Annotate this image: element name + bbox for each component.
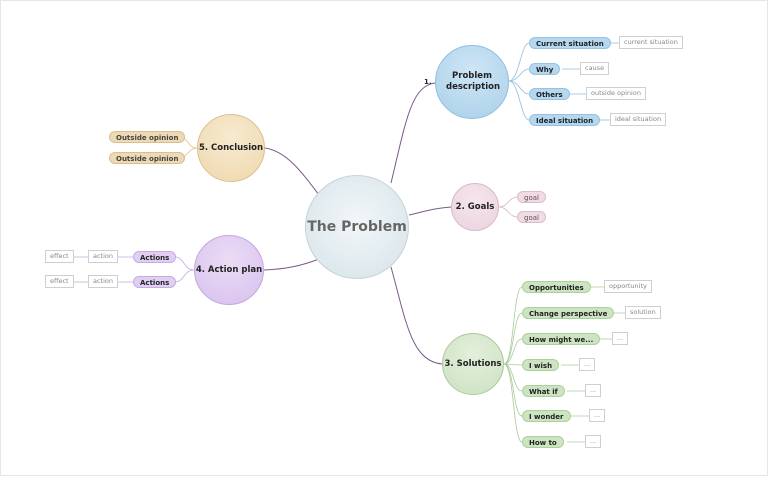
subtopic-why[interactable]: Why bbox=[529, 63, 561, 75]
subtopic-goal[interactable]: goal bbox=[517, 191, 546, 203]
note-placeholder[interactable]: ... bbox=[579, 358, 596, 371]
subtopic-change-perspective[interactable]: Change perspective bbox=[522, 307, 615, 319]
note-solution[interactable]: solution bbox=[625, 306, 661, 319]
note-outside-opinion[interactable]: outside opinion bbox=[586, 87, 646, 100]
subtopic-i-wonder[interactable]: I wonder bbox=[522, 410, 571, 422]
branch-label: Problem description bbox=[446, 71, 501, 92]
subtopic-actions[interactable]: Actions bbox=[133, 276, 177, 288]
branch-label: 5. Conclusion bbox=[198, 142, 264, 153]
subtopic-how-might-we[interactable]: How might we... bbox=[522, 333, 601, 345]
subtopic-how-to[interactable]: How to bbox=[522, 436, 564, 448]
central-topic[interactable]: The Problem bbox=[305, 175, 409, 279]
note-opportunity[interactable]: opportunity bbox=[604, 280, 652, 293]
branch-conclusion[interactable]: 5. Conclusion bbox=[197, 114, 265, 182]
subtopic-goal[interactable]: goal bbox=[517, 211, 546, 223]
note-placeholder[interactable]: ... bbox=[612, 332, 629, 345]
branch-action-plan[interactable]: 4. Action plan bbox=[194, 235, 264, 305]
subtopic-i-wish[interactable]: I wish bbox=[522, 359, 560, 371]
note-cause[interactable]: cause bbox=[580, 62, 610, 75]
subtopic-what-if[interactable]: What if bbox=[522, 385, 565, 397]
note-action[interactable]: action bbox=[88, 250, 119, 263]
subtopic-ideal-situation[interactable]: Ideal situation bbox=[529, 114, 601, 126]
branch-problem-description[interactable]: 1. Problem description bbox=[424, 45, 509, 119]
branch-solutions[interactable]: 3. Solutions bbox=[442, 333, 504, 395]
subtopic-current-situation[interactable]: Current situation bbox=[529, 37, 611, 49]
branch-label: 2. Goals bbox=[455, 201, 495, 212]
branch-number: 1. bbox=[424, 78, 432, 86]
branch-label: 4. Action plan bbox=[195, 264, 263, 275]
subtopic-others[interactable]: Others bbox=[529, 88, 570, 100]
note-current-situation[interactable]: current situation bbox=[619, 36, 683, 49]
subtopic-actions[interactable]: Actions bbox=[133, 251, 177, 263]
branch-label: 3. Solutions bbox=[444, 358, 502, 369]
note-effect[interactable]: effect bbox=[45, 250, 74, 263]
subtopic-outside-opinion[interactable]: Outside opinion bbox=[109, 131, 186, 143]
central-topic-label: The Problem bbox=[307, 219, 407, 235]
note-effect[interactable]: effect bbox=[45, 275, 74, 288]
branch-goals[interactable]: 2. Goals bbox=[451, 183, 499, 231]
note-ideal-situation[interactable]: ideal situation bbox=[610, 113, 667, 126]
note-placeholder[interactable]: ... bbox=[585, 384, 602, 397]
note-placeholder[interactable]: ... bbox=[589, 409, 606, 422]
note-action[interactable]: action bbox=[88, 275, 119, 288]
subtopic-outside-opinion[interactable]: Outside opinion bbox=[109, 152, 186, 164]
subtopic-opportunities[interactable]: Opportunities bbox=[522, 281, 591, 293]
note-placeholder[interactable]: ... bbox=[585, 435, 602, 448]
